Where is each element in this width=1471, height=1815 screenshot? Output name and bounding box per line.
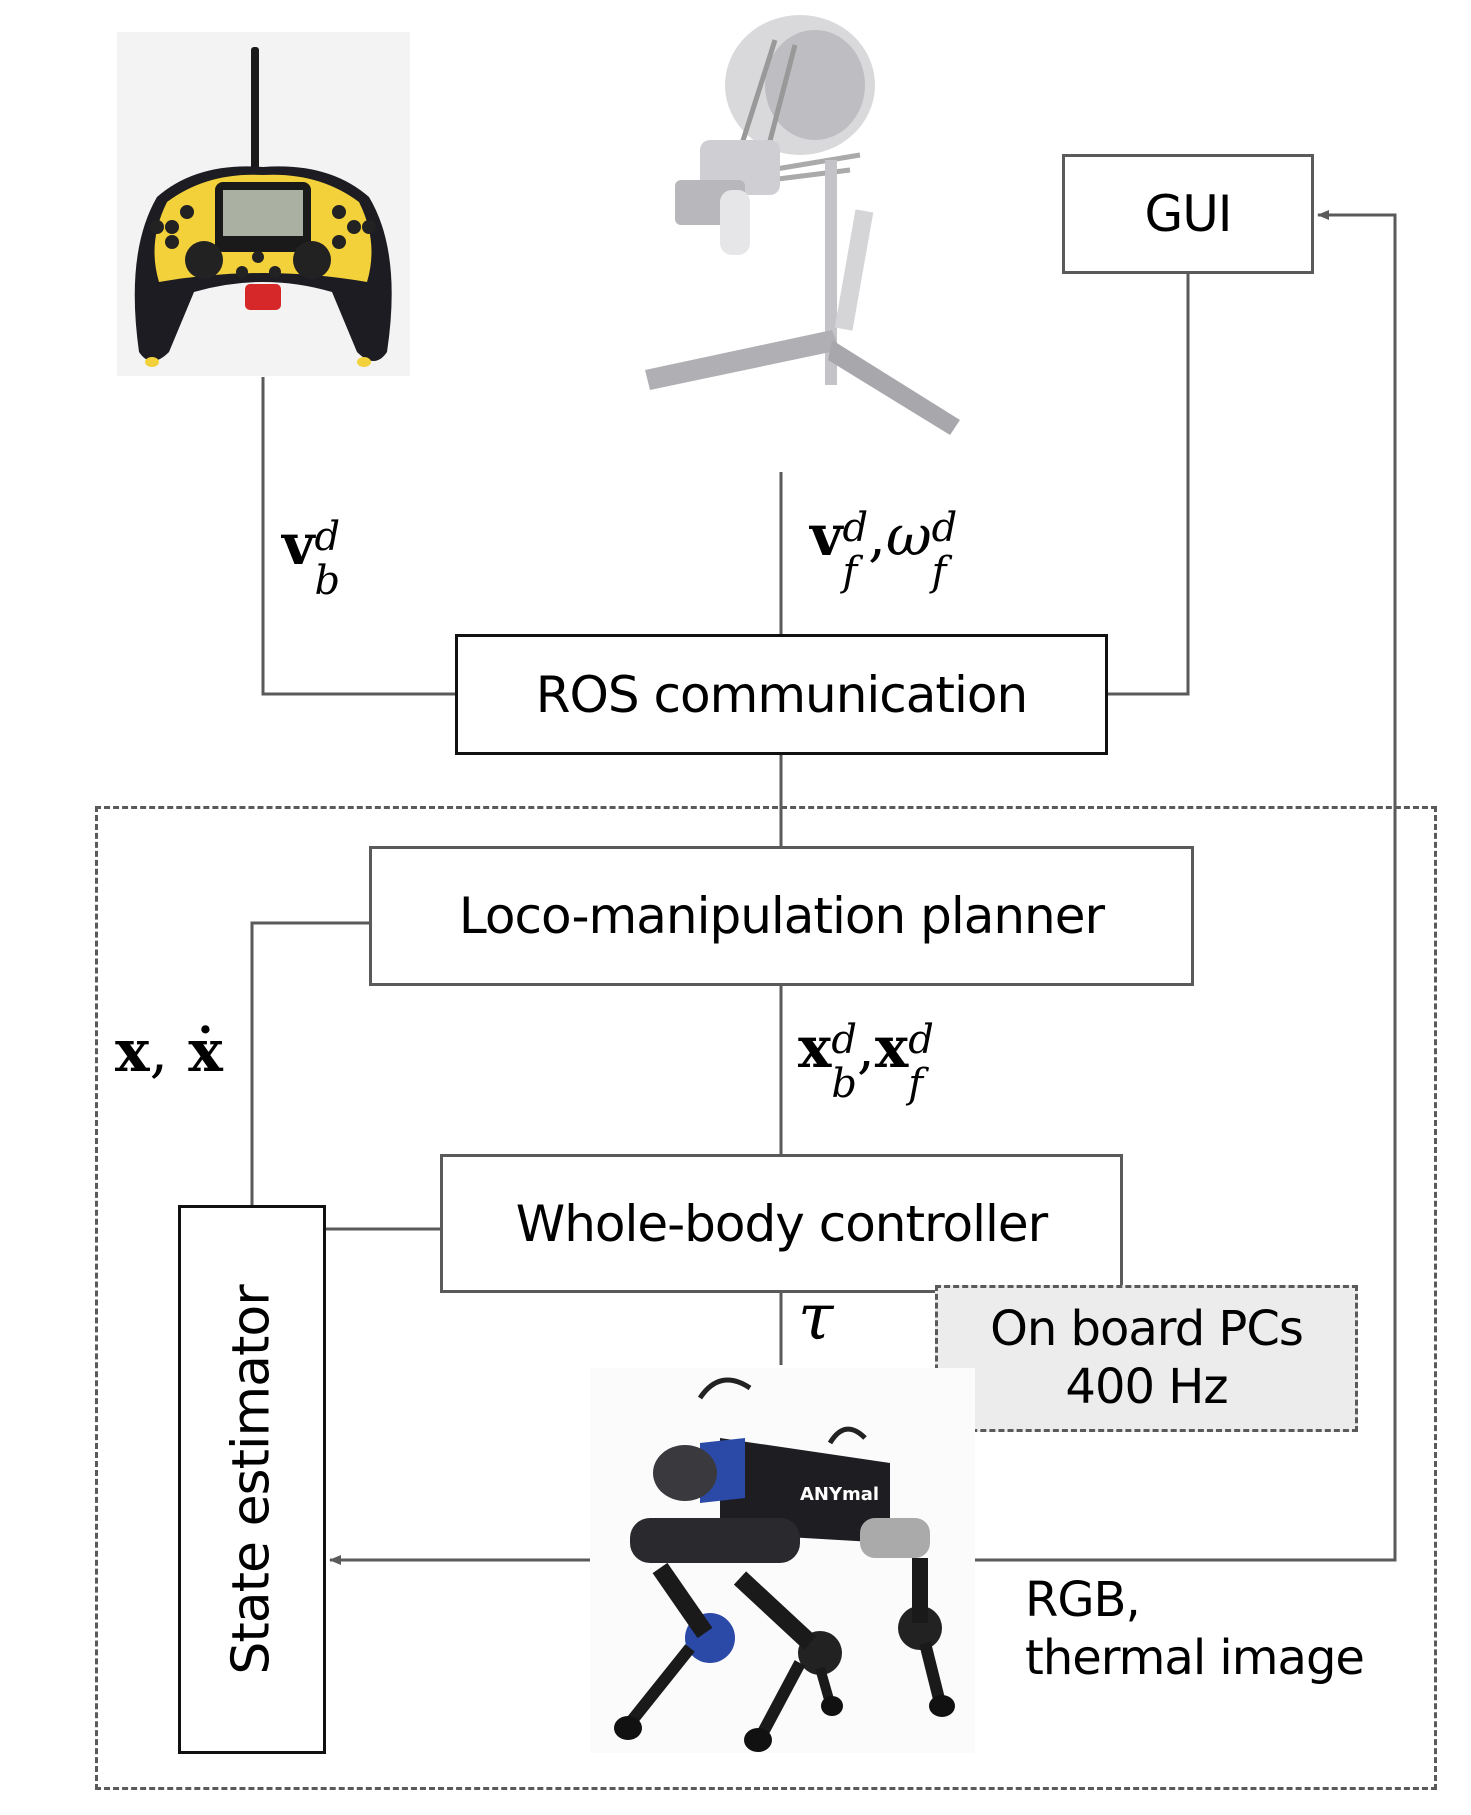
signal-torque: τ [798, 1281, 834, 1355]
wire-gui-ros [1108, 274, 1190, 696]
wire-state-planner [250, 921, 369, 1205]
ros-communication-block: ROS communication [455, 634, 1108, 755]
wire-joypad-ros [261, 377, 455, 696]
onboard-line1: On board PCs [990, 1300, 1304, 1357]
haptic-device-image [600, 10, 960, 450]
loco-manipulation-planner-block: Loco-manipulation planner [369, 846, 1194, 986]
joypad-icon [134, 47, 392, 367]
joypad-image [117, 32, 410, 376]
gui-label: GUI [1144, 185, 1232, 243]
planner-label: Loco-manipulation planner [458, 887, 1105, 945]
onboard-region [95, 806, 1437, 1790]
robot-brand-text: ANYmal [800, 1484, 879, 1505]
state-estimator-block: State estimator [178, 1205, 326, 1754]
onboard-line2: 400 Hz [1065, 1358, 1228, 1415]
signal-state: x, ẋ [115, 1017, 223, 1085]
gui-block: GUI [1062, 154, 1314, 274]
onboard-pcs-note: On board PCs 400 Hz [935, 1285, 1358, 1432]
haptic-device-icon [645, 15, 960, 435]
state-estimator-label: State estimator [222, 1284, 283, 1675]
sensor-output-label: RGB, thermal image [1025, 1572, 1365, 1687]
arrow-robot-gui [975, 210, 1397, 1562]
sensor-output-line2: thermal image [1025, 1629, 1365, 1686]
whole-body-controller-block: Whole-body controller [440, 1154, 1123, 1293]
sensor-output-line1: RGB, [1025, 1572, 1141, 1628]
quadruped-robot-icon: ANYmal [614, 1377, 955, 1752]
ros-label: ROS communication [535, 665, 1028, 724]
wbc-label: Whole-body controller [515, 1194, 1048, 1253]
anymal-robot-image: ANYmal [590, 1368, 975, 1753]
